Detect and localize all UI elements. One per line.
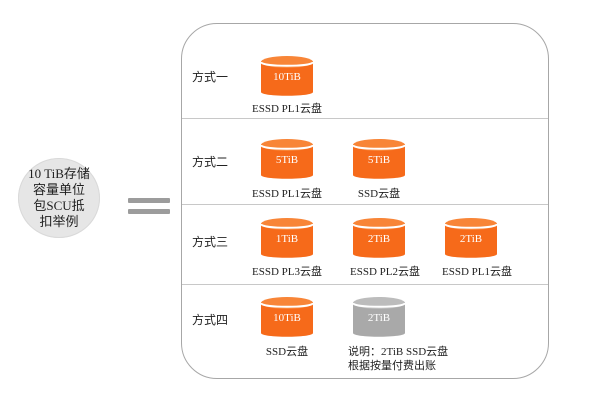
disk-caption-method-1-item-1: ESSD PL1云盘: [252, 103, 322, 115]
disk-cylinder-icon: [260, 218, 314, 258]
method-4-note-text: 说明：2TiB SSD云盘根据按量付费出账: [348, 346, 449, 372]
disk-caption-method-3-item-3: ESSD PL1云盘: [442, 266, 512, 278]
disk-cylinder-method-2-item-1: 5TiB: [260, 136, 314, 184]
disk-cylinder-icon: [352, 297, 406, 337]
disk-size-method-3-item-3: 2TiB: [459, 233, 483, 245]
equals-top-bar: [128, 198, 170, 203]
method-label-4: 方式四: [192, 313, 229, 327]
method-label-1: 方式一: [192, 70, 229, 84]
disk-caption-method-3-item-2: ESSD PL2云盘: [350, 266, 420, 278]
disk-cylinder-icon: [260, 56, 314, 96]
disk-caption-method-3-item-1: ESSD PL3云盘: [252, 266, 322, 278]
disk-cylinder-method-3-item-3: 2TiB: [444, 215, 498, 263]
disk-size-method-4-item-1: 10TiB: [273, 312, 301, 324]
method-label-3: 方式三: [192, 235, 229, 249]
disk-size-method-3-item-2: 2TiB: [367, 233, 391, 245]
disk-cylinder-icon: [260, 139, 314, 179]
row-divider-1: [182, 118, 548, 119]
disk-caption-method-4-item-1: SSD云盘: [265, 346, 309, 358]
disk-size-method-1-item-1: 10TiB: [273, 71, 301, 83]
disk-size-method-2-item-1: 5TiB: [275, 154, 299, 166]
disk-caption-method-2-item-2: SSD云盘: [357, 188, 401, 200]
disk-cylinder-method-3-item-2: 2TiB: [352, 215, 406, 263]
row-divider-3: [182, 284, 548, 285]
equals-bottom-bar: [128, 209, 170, 214]
deduction-options-panel: 方式一 方式二 方式三 方式四 10TiB ESSD PL1云盘 5TiB ES…: [181, 23, 549, 379]
disk-cylinder-icon: [444, 218, 498, 258]
disk-cylinder-method-1-item-1: 10TiB: [260, 53, 314, 101]
disk-size-method-4-item-2: 2TiB: [367, 312, 391, 324]
disk-size-method-2-item-2: 5TiB: [367, 154, 391, 166]
disk-cylinder-icon: [260, 297, 314, 337]
row-divider-2: [182, 204, 548, 205]
equals-sign: [128, 198, 170, 216]
method-4-note: 说明：2TiB SSD云盘根据按量付费出账: [348, 345, 448, 373]
disk-size-method-3-item-1: 1TiB: [275, 233, 299, 245]
disk-cylinder-method-3-item-1: 1TiB: [260, 215, 314, 263]
disk-cylinder-method-2-item-2: 5TiB: [352, 136, 406, 184]
disk-cylinder-method-4-item-2: 2TiB: [352, 294, 406, 342]
method-label-2: 方式二: [192, 155, 229, 169]
disk-caption-method-2-item-1: ESSD PL1云盘: [252, 188, 322, 200]
disk-cylinder-icon: [352, 139, 406, 179]
scu-summary-bubble: 10 TiB存储容量单位包SCU抵扣举例: [18, 158, 100, 238]
disk-cylinder-method-4-item-1: 10TiB: [260, 294, 314, 342]
scu-summary-text: 10 TiB存储容量单位包SCU抵扣举例: [28, 166, 90, 229]
disk-cylinder-icon: [352, 218, 406, 258]
